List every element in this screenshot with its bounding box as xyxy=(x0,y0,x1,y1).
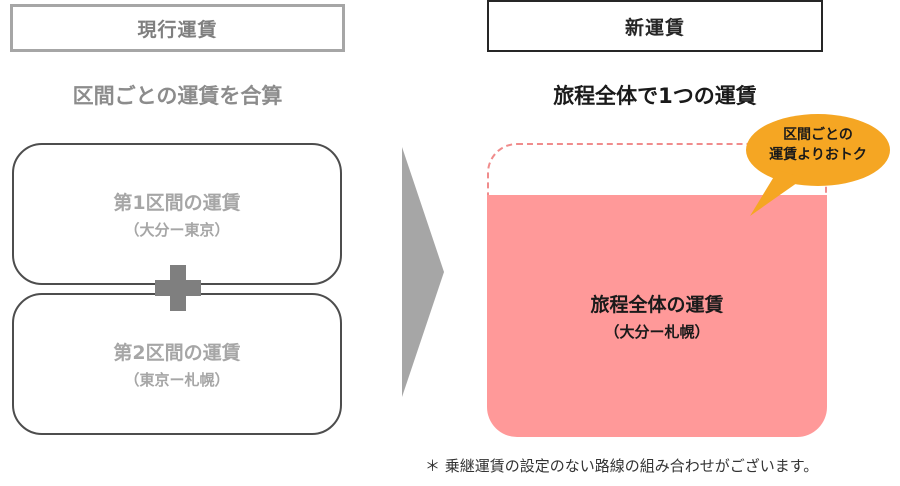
whole-trip-fare-box: 旅程全体の運賃 （大分ー札幌） xyxy=(487,195,827,437)
savings-callout-text: 区間ごとの 運賃よりおトク xyxy=(752,125,884,165)
segment-2-fare-box: 第2区間の運賃 （東京ー札幌） xyxy=(12,293,342,435)
whole-trip-fare-route: （大分ー札幌） xyxy=(604,323,710,341)
segment-1-route: （大分ー東京） xyxy=(124,221,230,239)
segment-2-title: 第2区間の運賃 xyxy=(113,342,241,364)
whole-trip-fare-title: 旅程全体の運賃 xyxy=(590,294,724,316)
callout-line-2: 運賃よりおトク xyxy=(769,147,867,163)
plus-icon xyxy=(155,265,201,311)
new-fare-header: 新運賃 xyxy=(487,0,823,52)
right-arrow-icon xyxy=(402,147,444,397)
current-fare-header: 現行運賃 xyxy=(10,4,345,52)
savings-callout-bubble xyxy=(746,114,890,216)
segment-2-route: （東京ー札幌） xyxy=(124,371,230,389)
new-fare-subtitle: 旅程全体で1つの運賃 xyxy=(553,84,757,108)
segment-1-fare-box: 第1区間の運賃 （大分ー東京） xyxy=(12,143,342,285)
segment-1-title: 第1区間の運賃 xyxy=(113,192,241,214)
callout-line-1: 区間ごとの xyxy=(783,127,853,143)
footnote: ＊ 乗継運賃の設定のない路線の組み合わせがございます。 xyxy=(425,457,819,475)
current-fare-subtitle: 区間ごとの運賃を合算 xyxy=(72,84,283,108)
